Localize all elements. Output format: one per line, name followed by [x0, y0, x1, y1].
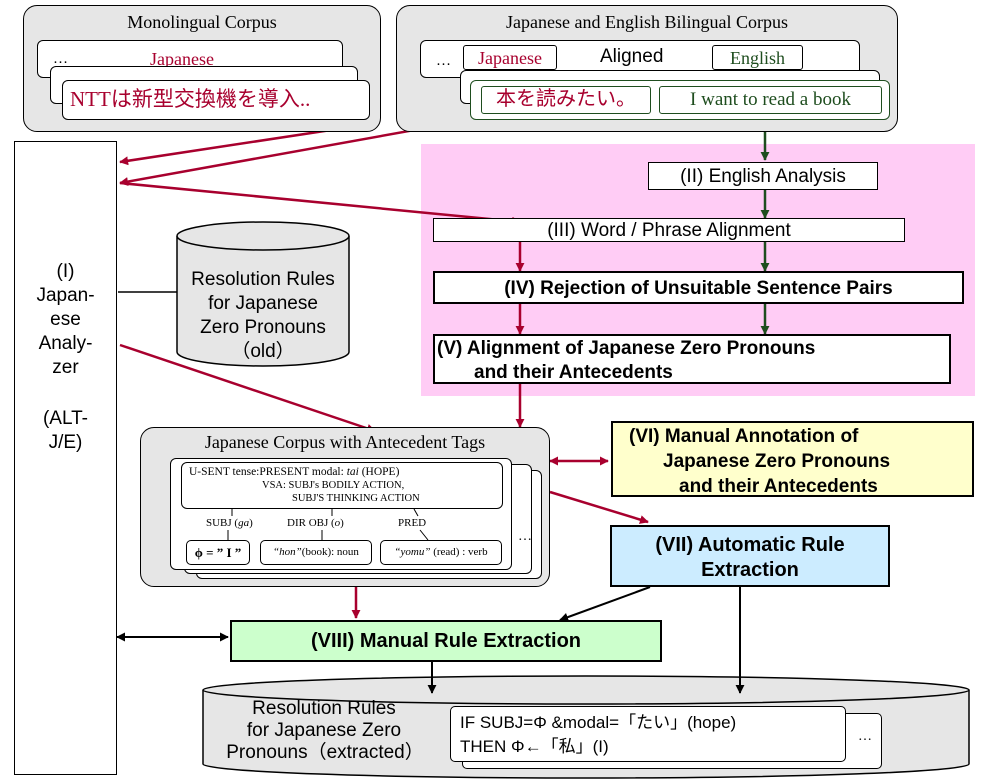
usent-tai: tai	[346, 466, 359, 478]
zero-alignment-box	[433, 334, 951, 384]
mono-front-text: NTTは新型交換機を導入..	[70, 87, 311, 111]
rule-front-card	[450, 706, 846, 762]
tagged-ellipsis: …	[518, 529, 532, 544]
rule-if-line: IF SUBJ=Φ &modal=「たい」(hope)	[460, 713, 737, 732]
rule-ellipsis: …	[858, 729, 872, 744]
yomu-node	[380, 540, 502, 565]
phi-text: ϕ = ” I ”	[194, 545, 242, 560]
manual-rule-extraction-box	[230, 620, 662, 662]
analyzer-line-3: ese	[50, 309, 81, 330]
arrow-analyzer-to-alignment	[119, 181, 521, 226]
bili-japanese-label: Japanese	[478, 48, 542, 68]
tagged-corpus-title: Japanese Corpus with Antecedent Tags	[204, 432, 486, 452]
bilingual-title: Japanese and English Bilingual Corpus	[506, 12, 788, 32]
old-rules-cylinder	[176, 221, 350, 367]
tagged-front-card	[170, 458, 512, 570]
arrow-corpus-to-automatic	[549, 490, 649, 524]
usent-suffix: (HOPE)	[358, 466, 400, 478]
bili-en-sentence: I want to read a book	[690, 89, 851, 110]
analyzer-line-5: zer	[52, 357, 79, 378]
old-rules-line-3: Zero Pronouns	[200, 317, 326, 338]
hon-node	[260, 540, 372, 565]
word-alignment-box	[433, 218, 905, 242]
extracted-rules-line-1: Resolution Rules	[252, 698, 396, 719]
arrow-analyzer-to-corpus	[119, 343, 376, 433]
mono-front-card	[62, 80, 370, 120]
analyzer-line-1: (I)	[56, 261, 75, 282]
analyzer-line-4: Analy-	[38, 333, 93, 354]
bili-jp-sentence-box	[481, 86, 651, 114]
yomu-text: “yomu” (read) : verb	[394, 546, 488, 558]
japanese-analyzer	[14, 141, 117, 775]
phi-node	[186, 540, 250, 565]
rejection-box	[433, 271, 964, 304]
zero-alignment-line-2: and their Antecedents	[474, 362, 673, 383]
analyzer-line-7: (ALT-	[42, 408, 89, 429]
old-rules-line-4: （old）	[231, 341, 295, 362]
dirobj-label: DIR OBJ (o)	[287, 517, 344, 529]
bili-aligned-label: Aligned	[600, 46, 664, 67]
bili-english-label: English	[729, 48, 785, 68]
manual-annotation-line-1: (VI) Manual Annotation of	[629, 426, 859, 447]
mono-back-label: Japanese	[150, 49, 214, 69]
monolingual-title: Monolingual Corpus	[127, 12, 277, 32]
vsa-line-1: VSA: SUBJ's BODILY ACTION,	[262, 480, 405, 491]
automatic-extraction-line-2: Extraction	[701, 559, 799, 581]
analyzer-line-2: Japan-	[36, 285, 95, 306]
manual-rule-extraction-label: (VIII) Manual Rule Extraction	[310, 630, 582, 652]
old-rules-line-2: for Japanese	[208, 293, 318, 314]
subj-label: SUBJ (ga)	[206, 517, 253, 529]
bili-en-sentence-box	[659, 86, 882, 114]
rule-then-line: THEN Φ←「私」(I)	[460, 737, 609, 756]
hon-text: “hon”(book): noun	[273, 546, 359, 558]
rejection-label: (IV) Rejection of Unsuitable Sentence Pa…	[504, 278, 893, 299]
word-alignment-label: (III) Word / Phrase Alignment	[547, 220, 791, 241]
bili-english-tag	[712, 45, 803, 70]
manual-annotation-line-2: Japanese Zero Pronouns	[663, 451, 891, 472]
old-rules-line-1: Resolution Rules	[191, 269, 335, 290]
extracted-rules-line-3: Pronouns（extracted）	[226, 742, 424, 763]
english-analysis-box	[648, 162, 878, 190]
extracted-rules-line-2: for Japanese Zero	[246, 720, 402, 741]
usent-line: U-SENT tense:PRESENT modal: tai (HOPE)	[189, 466, 400, 479]
bili-jp-sentence: 本を読みたい。	[496, 88, 636, 110]
arrow-automatic-to-manual-rule	[559, 586, 651, 622]
vsa-line-2: SUBJ'S THINKING ACTION	[292, 493, 420, 504]
zero-alignment-line-1: (V) Alignment of Japanese Zero Pronouns	[437, 338, 816, 359]
automatic-extraction-line-1: (VII) Automatic Rule	[655, 534, 845, 556]
manual-annotation-box	[611, 421, 974, 497]
pred-label: PRED	[398, 517, 427, 529]
english-analysis-label: (II) English Analysis	[680, 166, 846, 187]
manual-annotation-line-3: and their Antecedents	[679, 476, 878, 497]
usent-prefix: U-SENT tense:PRESENT modal:	[189, 466, 347, 478]
usent-box	[181, 462, 503, 509]
analyzer-line-8: J/E)	[48, 432, 83, 453]
bili-japanese-tag	[463, 45, 557, 70]
mono-ellipsis: …	[53, 51, 68, 67]
automatic-extraction-box	[610, 525, 890, 587]
bili-ellipsis: …	[436, 53, 451, 69]
